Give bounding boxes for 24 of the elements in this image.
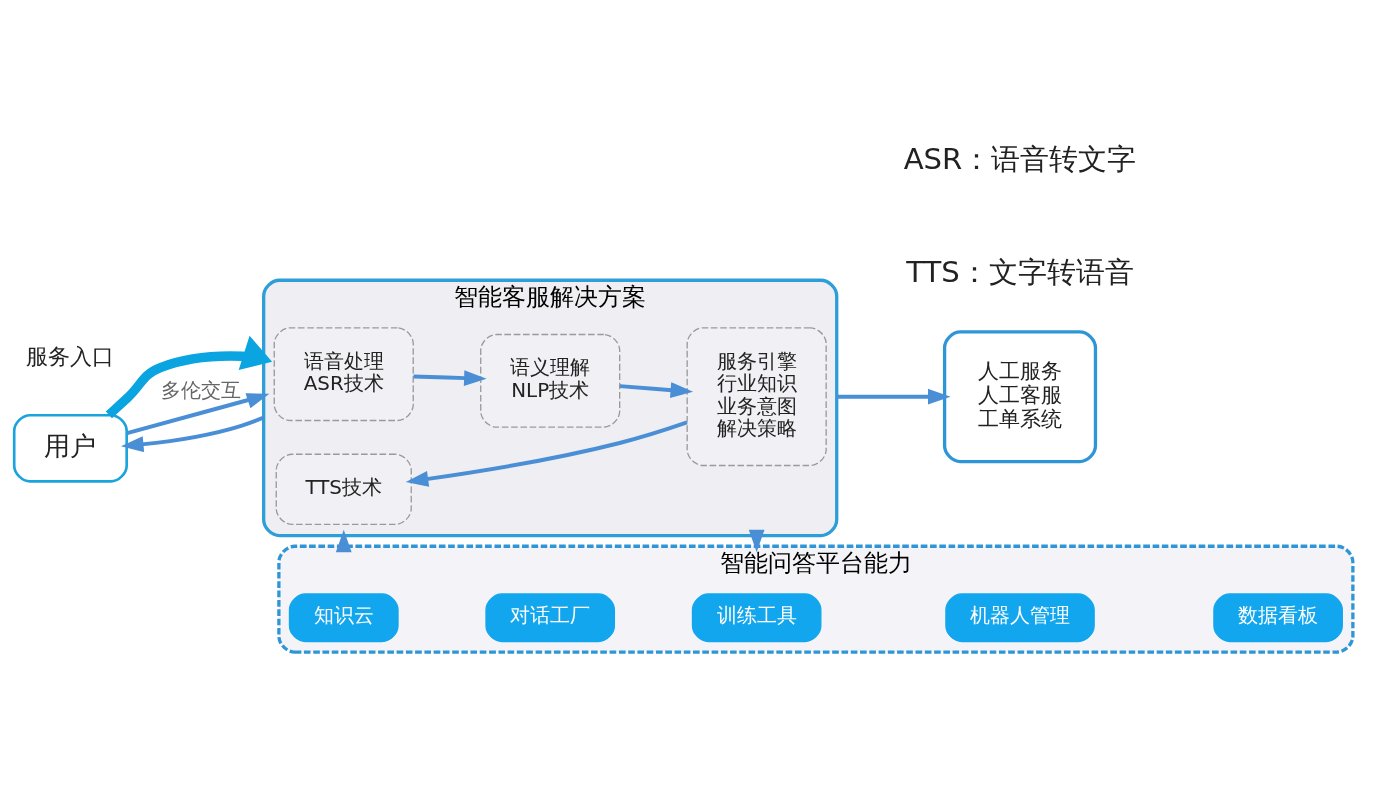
label: 服务入口 [26,342,115,369]
arrow [126,393,270,436]
arrow [120,415,265,453]
arrow [836,388,951,405]
arrow [748,529,765,553]
node-box: TTS技术 [275,453,412,526]
node-box: 用户 [12,413,128,483]
label: TTS：文字转语音 [906,255,1134,290]
arrow [619,382,694,398]
node-box: 机器人管理 [945,593,1095,643]
node-box: 对话工厂 [485,593,616,643]
node-box: 语音处理 ASR技术 [273,327,414,422]
arrow [405,420,688,487]
label: ASR：语音转文字 [903,141,1137,176]
node-box: 知识云 [288,593,399,643]
edge-label: 多伦交互 [160,378,241,402]
node-box: 服务引擎 行业知识 业务意图 解决策略 [686,327,827,467]
arrow [413,370,487,386]
arrow [335,529,352,553]
node-box: 人工服务 人工客服 工单系统 [942,330,1098,464]
node-box: 数据看板 [1213,593,1343,643]
node-box: 训练工具 [691,593,822,643]
node-box: 语义理解 NLP技术 [480,333,621,428]
arrow [105,335,273,419]
